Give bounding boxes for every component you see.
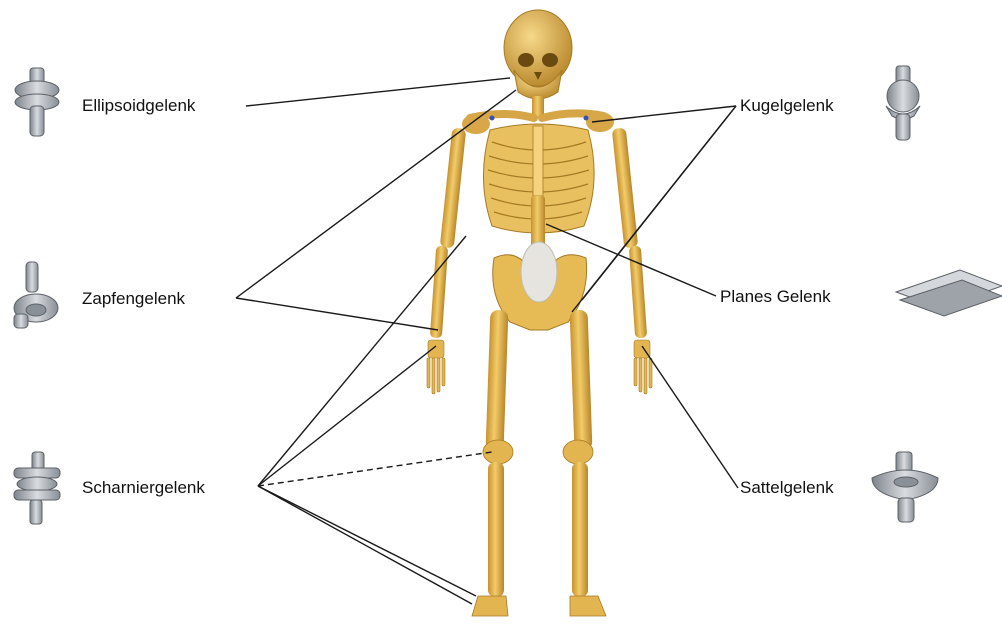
leader-hinge-5 [258, 486, 472, 604]
leader-ball-1 [592, 106, 736, 122]
pivot-joint-label: Zapfengelenk [82, 289, 185, 309]
saddle-joint-icon [872, 452, 938, 522]
leader-ellipsoid [246, 78, 510, 106]
hand-left [427, 340, 445, 394]
leader-ball-3 [572, 106, 736, 312]
leader-pivot-lower [236, 298, 438, 330]
leader-hinge-2 [258, 346, 436, 486]
humerus-right [612, 128, 638, 249]
plane-joint-label: Planes Gelenk [720, 287, 831, 307]
femur-right [570, 310, 593, 451]
skeleton [427, 10, 652, 616]
foot-right [570, 596, 606, 616]
sternum [533, 126, 543, 196]
ball-joint-label: Kugelgelenk [740, 96, 834, 116]
leader-hinge-4 [258, 486, 476, 596]
hinge-joint-label: Scharniergelenk [82, 478, 205, 498]
leader-hinge-3 [258, 452, 492, 486]
lumbar-spine [531, 196, 545, 248]
forearm-left [430, 246, 448, 339]
ellipsoid-joint-label: Ellipsoidgelenk [82, 96, 195, 116]
leader-pivot-upper [236, 90, 516, 298]
ellipsoid-joint-icon [15, 68, 59, 136]
hinge-joint-icon [14, 452, 60, 524]
femur-left [486, 310, 509, 451]
ball-joint-icon [886, 66, 920, 140]
sacrum-highlight [521, 242, 557, 302]
tibia-right [572, 462, 588, 597]
leader-saddle [642, 346, 738, 488]
pivot-joint-icon [14, 262, 58, 328]
humerus-left [440, 128, 466, 249]
foot-left [472, 596, 508, 616]
saddle-joint-label: Sattelgelenk [740, 478, 834, 498]
plane-joint-icon [896, 270, 1002, 316]
tibia-left [488, 462, 504, 597]
